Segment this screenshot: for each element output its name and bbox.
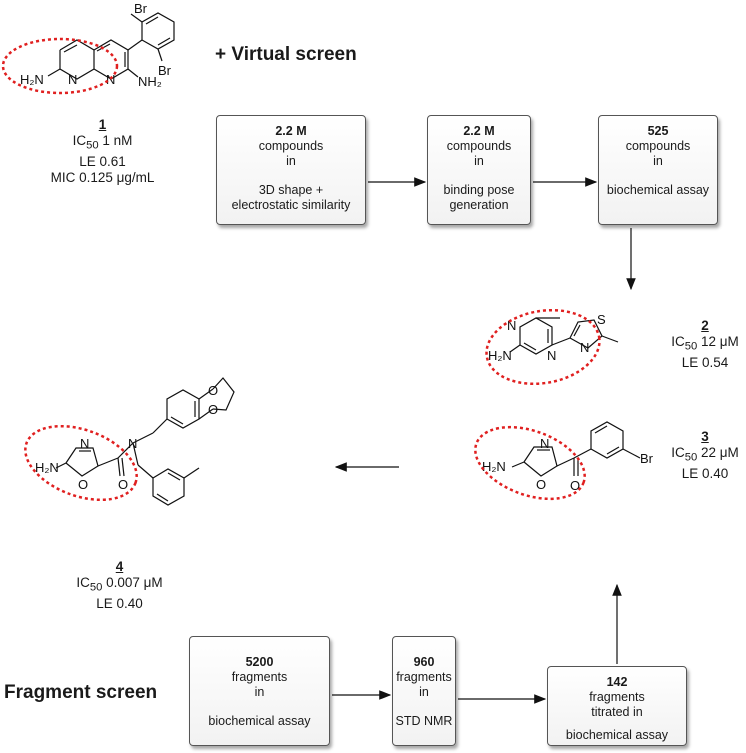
vs-step-line: compounds <box>625 139 691 153</box>
vs-step-line: compounds <box>258 139 324 153</box>
fs-step-count: 142 <box>606 675 628 689</box>
atom-o: O <box>208 402 218 417</box>
vs-step-line: 3D shape + <box>258 183 324 197</box>
ic50-value: 1 nM <box>102 133 133 148</box>
compound-3-structure <box>511 421 641 477</box>
ic50-value: 12 μM <box>700 334 739 349</box>
atom-n: N <box>540 436 549 451</box>
ic50-subscript: 50 <box>684 340 698 353</box>
ic50-line: IC50 22 μM <box>665 445 745 466</box>
atom-br: Br <box>158 63 172 78</box>
fs-step-line: biochemical assay <box>208 714 311 728</box>
fs-step-count: 5200 <box>245 655 274 669</box>
vs-step-binding-pose: 2.2 M compounds in binding pose generati… <box>427 115 531 225</box>
atom-o: O <box>78 477 88 492</box>
compound-4-caption: 4 IC50 0.007 μM LE 0.40 <box>62 559 177 612</box>
vs-step-line: binding pose <box>443 183 515 197</box>
compound-2-structure <box>509 317 619 355</box>
fs-step-std-nmr: 960 fragments in STD NMR <box>392 636 456 746</box>
fs-step-line: fragments <box>589 690 645 704</box>
atom-n: N <box>128 436 137 451</box>
atom-n: N <box>80 436 89 451</box>
vs-step-biochemical-assay: 525 compounds in biochemical assay <box>598 115 718 225</box>
ic50-subscript: 50 <box>86 139 99 152</box>
le-value: LE 0.61 <box>79 153 126 169</box>
atom-h2n: H₂N <box>20 72 44 87</box>
atom-n: N <box>580 340 589 355</box>
vs-step-line: biochemical assay <box>606 183 710 197</box>
le-value: LE 0.40 <box>681 465 729 481</box>
pharmacophore-ellipse-2 <box>485 308 601 386</box>
ic50-label: IC <box>671 445 685 460</box>
ic50-subscript: 50 <box>684 451 698 464</box>
compound-1-structure <box>47 12 175 80</box>
vs-step-line: in <box>286 154 296 168</box>
ic50-line: IC50 1 nM <box>35 133 170 154</box>
atom-n: N <box>68 72 77 87</box>
atom-h2n: H₂N <box>482 459 506 474</box>
ic50-label: IC <box>671 334 685 349</box>
vs-step-count: 2.2 M <box>275 124 307 138</box>
fs-step-line: in <box>419 685 429 699</box>
compound-4-structure <box>55 377 235 506</box>
vs-step-line: in <box>474 154 484 168</box>
compound-2-caption: 2 IC50 12 μM LE 0.54 <box>665 318 745 371</box>
fs-step-line: titrated in <box>591 705 643 719</box>
ic50-value: 22 μM <box>700 445 739 460</box>
atom-h2n: H₂N <box>35 460 59 475</box>
mic-value: MIC 0.125 μg/mL <box>50 169 155 185</box>
fs-step-line: fragments <box>231 670 288 684</box>
ic50-label: IC <box>72 133 87 148</box>
atom-o: O <box>118 477 128 492</box>
atom-nh2: NH₂ <box>138 74 162 89</box>
pharmacophore-ellipse-3 <box>474 425 586 501</box>
fs-step-line: STD NMR <box>395 714 453 728</box>
compound-number: 1 <box>98 117 107 132</box>
fs-step-titrated: 142 fragments titrated in biochemical as… <box>547 666 687 746</box>
atom-o: O <box>536 477 546 492</box>
atom-br: Br <box>134 1 148 16</box>
atom-o: O <box>570 478 580 493</box>
atom-n: N <box>507 318 516 333</box>
compound-number: 2 <box>701 318 709 333</box>
ic50-line: IC50 0.007 μM <box>62 575 177 596</box>
fs-step-count: 960 <box>413 655 435 669</box>
pharmacophore-ellipse-4 <box>24 424 138 502</box>
vs-step-count: 2.2 M <box>463 124 495 138</box>
vs-step-line: generation <box>449 198 509 212</box>
le-value: LE 0.54 <box>681 354 729 370</box>
fs-step-line: in <box>254 685 265 699</box>
fs-step-line: fragments <box>396 670 452 684</box>
vs-step-line: electrostatic similarity <box>231 198 351 212</box>
vs-step-3d-shape: 2.2 M compounds in 3D shape + electrosta… <box>216 115 366 225</box>
ic50-label: IC <box>76 575 90 590</box>
pharmacophore-ellipse-1 <box>1 37 119 95</box>
fs-step-line: biochemical assay <box>565 728 669 742</box>
fs-step-biochemical-assay: 5200 fragments in biochemical assay <box>189 636 330 746</box>
vs-step-count: 525 <box>647 124 669 138</box>
atom-h2n: H₂N <box>488 348 512 363</box>
compound-number: 4 <box>115 559 124 574</box>
atom-o: O <box>208 383 218 398</box>
vs-step-line: compounds <box>446 139 512 153</box>
atom-br: Br <box>640 451 654 466</box>
vs-step-line: in <box>653 154 663 168</box>
compound-number: 3 <box>701 429 709 444</box>
ic50-subscript: 50 <box>89 581 103 594</box>
atom-n: N <box>106 72 115 87</box>
atom-s: S <box>597 312 606 327</box>
atom-n: N <box>547 348 556 363</box>
virtual-screen-heading: + Virtual screen <box>215 44 357 65</box>
compound-3-caption: 3 IC50 22 μM LE 0.40 <box>665 429 745 482</box>
compound-1-caption: 1 IC50 1 nM LE 0.61 MIC 0.125 μg/mL <box>35 117 170 186</box>
ic50-line: IC50 12 μM <box>665 334 745 355</box>
ic50-value: 0.007 μM <box>106 575 163 590</box>
le-value: LE 0.40 <box>96 595 143 611</box>
fragment-screen-heading: Fragment screen <box>4 682 158 703</box>
